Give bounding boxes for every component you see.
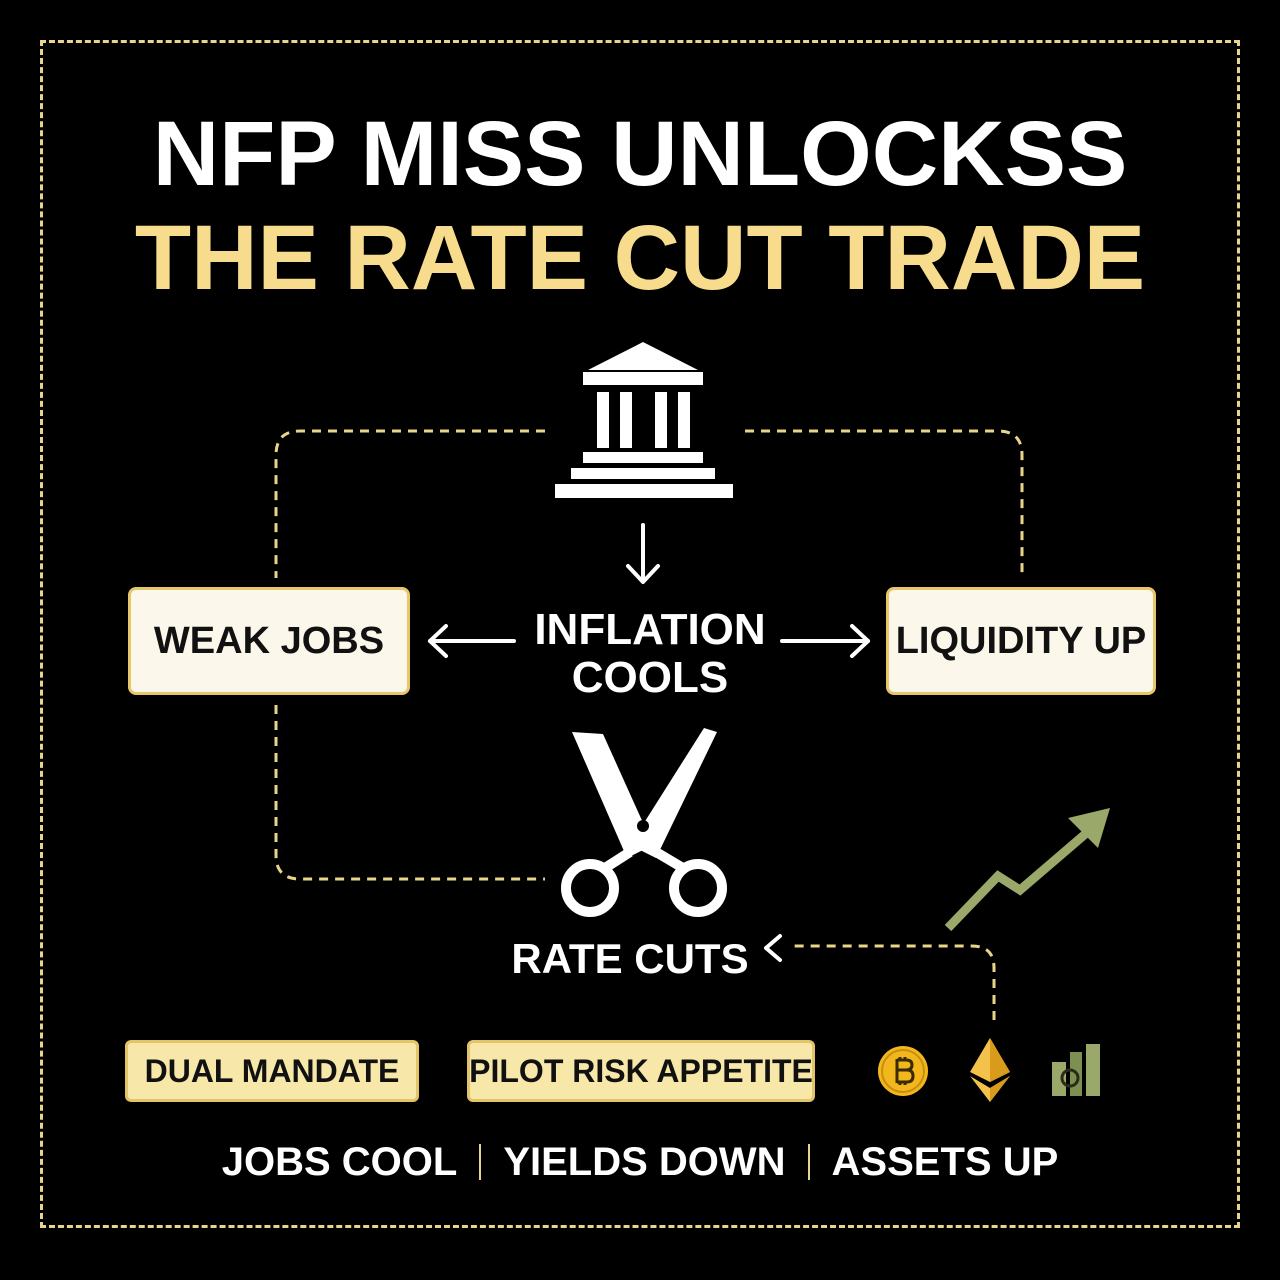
footer-divider — [479, 1144, 482, 1180]
left-arrow — [428, 624, 516, 658]
title-line-2: THE RATE CUT TRADE — [134, 207, 1146, 309]
rate-cuts-arrow-head — [764, 934, 782, 962]
bitcoin-icon — [878, 1046, 928, 1096]
rate-cuts-label: RATE CUTS — [511, 935, 749, 982]
dual-mandate-tag: DUAL MANDATE — [125, 1040, 419, 1102]
inflation-cools-line-2: COOLS — [571, 653, 729, 702]
trend-up-arrow-icon — [944, 808, 1110, 932]
footer-item-jobs-cool: JOBS COOL — [221, 1139, 458, 1184]
dual-mandate-label: DUAL MANDATE — [144, 1052, 400, 1089]
title-line-1: NFP MISS UNLOCKSS — [152, 103, 1128, 205]
loop-connector-top-right — [745, 429, 1024, 578]
footer-divider — [807, 1144, 810, 1180]
weak-jobs-box: WEAK JOBS — [128, 587, 410, 695]
pilot-risk-appetite-label: PILOT RISK APPETITE — [469, 1052, 813, 1089]
scissors-icon — [561, 728, 727, 917]
liquidity-up-box: LIQUIDITY UP — [886, 587, 1156, 695]
liquidity-up-label: LIQUIDITY UP — [895, 619, 1147, 662]
bar-chart-icon — [1052, 1044, 1100, 1096]
dashed-border-frame — [40, 40, 1240, 1228]
footer-item-assets-up: ASSETS UP — [831, 1139, 1059, 1184]
pilot-risk-appetite-tag: PILOT RISK APPETITE — [467, 1040, 815, 1102]
down-arrow — [626, 523, 660, 584]
weak-jobs-label: WEAK JOBS — [153, 619, 385, 662]
bank-icon — [555, 342, 733, 498]
loop-connector-top-left — [274, 429, 545, 578]
right-arrow — [780, 624, 870, 658]
inflation-cools-line-1: INFLATION — [534, 605, 766, 654]
inflation-cools-label: INFLATION COOLS — [500, 606, 800, 702]
footer-item-yields-down: YIELDS DOWN — [503, 1139, 786, 1184]
loop-connector-bottom-left — [274, 705, 545, 881]
loop-connector-bottom-right — [790, 944, 996, 1020]
ethereum-icon — [970, 1038, 1010, 1102]
footer-summary: JOBS COOL YIELDS DOWN ASSETS UP — [0, 1138, 1280, 1186]
